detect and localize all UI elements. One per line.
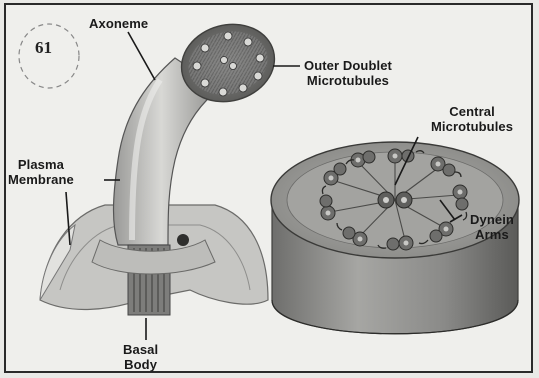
label-basal-line1: Basal bbox=[123, 342, 158, 357]
label-basal-line2: Body bbox=[123, 357, 158, 372]
label-outer-doublet-line1: Outer Doublet bbox=[304, 58, 392, 73]
leader-axoneme bbox=[128, 32, 155, 80]
label-basal-body: Basal Body bbox=[123, 342, 158, 372]
label-central-line2: Microtubules bbox=[431, 119, 513, 134]
label-outer-doublet-line2: Microtubules bbox=[304, 73, 392, 88]
label-axoneme: Axoneme bbox=[89, 16, 148, 31]
basal-pore bbox=[177, 234, 189, 246]
label-plasma-line1: Plasma bbox=[8, 157, 74, 172]
label-central-microtubules: Central Microtubules bbox=[431, 104, 513, 134]
label-plasma-membrane: Plasma Membrane bbox=[8, 157, 74, 187]
label-dynein-line2: Arms bbox=[470, 227, 514, 242]
label-dynein-line1: Dynein bbox=[470, 212, 514, 227]
label-plasma-line2: Membrane bbox=[8, 172, 74, 187]
label-outer-doublet: Outer Doublet Microtubules bbox=[304, 58, 392, 88]
label-dynein-arms: Dynein Arms bbox=[470, 212, 514, 242]
figure-number-badge: 61 bbox=[35, 38, 52, 58]
label-central-line1: Central bbox=[431, 104, 513, 119]
